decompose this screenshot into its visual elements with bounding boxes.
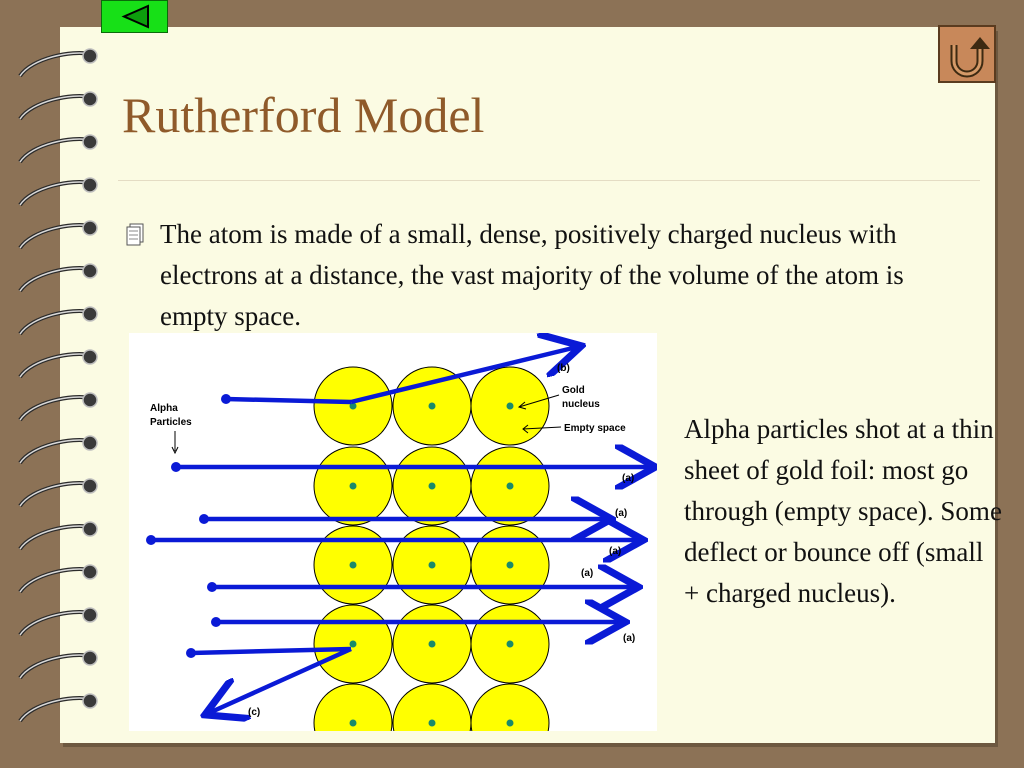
- u-turn-return-icon: [950, 37, 990, 78]
- binding-hole: [82, 177, 98, 193]
- gold-nucleus-dot: [506, 561, 514, 569]
- triangle-left-icon: [121, 4, 149, 29]
- binding-hole: [82, 48, 98, 64]
- gold-nucleus-dot: [349, 561, 357, 569]
- gold-label-line1: Gold: [562, 385, 585, 396]
- beam-b-source: [221, 394, 231, 404]
- label-a2: (a): [615, 508, 627, 519]
- beam-c-reflected: [209, 646, 352, 713]
- side-explanation: Alpha particles shot at a thin sheet of …: [684, 414, 1002, 608]
- alpha-label-line1: Alpha: [150, 403, 178, 414]
- beam-c-source: [186, 648, 196, 658]
- label-a4: (a): [581, 568, 593, 579]
- slide-title: Rutherford Model: [122, 87, 485, 143]
- empty-pointer-head: [522, 424, 529, 434]
- gold-nucleus-dot: [428, 482, 436, 490]
- beam-b-in: [225, 396, 352, 405]
- beam-b-deflected: [350, 347, 577, 405]
- back-button[interactable]: [101, 0, 168, 33]
- alpha-beams: [146, 347, 651, 713]
- binding-hole: [82, 478, 98, 494]
- binding-hole: [82, 134, 98, 150]
- gold-atom: [313, 683, 393, 731]
- label-a1: (a): [622, 473, 634, 484]
- gold-pointer: [518, 394, 560, 408]
- bullet-text: The atom is made of a small, dense, posi…: [160, 219, 904, 331]
- gold-nucleus-dot: [349, 719, 357, 727]
- notebook-bullet-icon: [126, 223, 144, 246]
- beam-a3-source: [146, 535, 156, 545]
- binding-hole: [82, 349, 98, 365]
- binding-hole: [82, 435, 98, 451]
- gold-nucleus-dot: [349, 402, 357, 410]
- label-b: (b): [557, 363, 570, 374]
- gold-nucleus-dot: [428, 640, 436, 648]
- label-c: (c): [248, 707, 260, 718]
- binding-hole: [82, 693, 98, 709]
- beam-a4-source: [207, 582, 217, 592]
- alpha-pointer-head: [171, 446, 179, 455]
- gold-nucleus-dot: [428, 561, 436, 569]
- spiral-binding: [18, 48, 98, 723]
- gold-foil-diagram: Alpha Particles Gold nucleus Empty space…: [129, 333, 657, 731]
- gold-label-line2: nucleus: [562, 399, 600, 410]
- binding-hole: [82, 521, 98, 537]
- beam-c-in: [190, 646, 352, 656]
- return-button[interactable]: [938, 25, 996, 83]
- gold-nucleus-dot: [506, 719, 514, 727]
- binding-hole: [82, 306, 98, 322]
- label-a5: (a): [623, 633, 635, 644]
- binding-hole: [82, 91, 98, 107]
- gold-pointer-head: [517, 401, 527, 410]
- beam-a5-source: [211, 617, 221, 627]
- gold-atom: [470, 683, 550, 731]
- gold-nucleus-dot: [428, 719, 436, 727]
- binding-hole: [82, 564, 98, 580]
- gold-nucleus-dot: [506, 640, 514, 648]
- empty-space-label: Empty space: [564, 423, 626, 434]
- gold-nucleus-dot: [349, 482, 357, 490]
- empty-pointer: [522, 426, 562, 430]
- gold-nucleus-dot: [506, 482, 514, 490]
- gold-atom-grid: [313, 366, 550, 731]
- gold-nucleus-dot: [506, 402, 514, 410]
- gold-nucleus-dot: [428, 402, 436, 410]
- alpha-label-line2: Particles: [150, 417, 192, 428]
- binding-hole: [82, 650, 98, 666]
- binding-hole: [82, 607, 98, 623]
- beam-a2-source: [199, 514, 209, 524]
- title-divider: [118, 180, 980, 181]
- binding-hole: [82, 263, 98, 279]
- binding-hole: [82, 220, 98, 236]
- binding-hole: [82, 392, 98, 408]
- beam-a1-source: [171, 462, 181, 472]
- label-a3: (a): [609, 546, 621, 557]
- gold-nucleus-dot: [349, 640, 357, 648]
